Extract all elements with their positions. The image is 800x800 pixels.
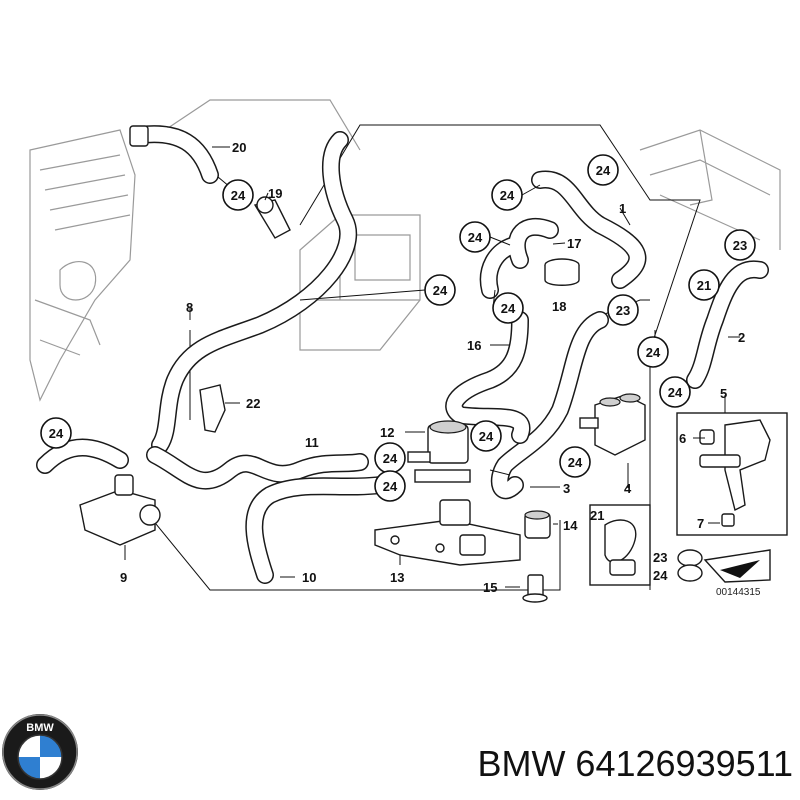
label-3: 3	[563, 481, 570, 496]
label-24-detail: 24	[653, 568, 668, 583]
label-11: 11	[305, 435, 319, 450]
callout-circle-24-b: 24	[491, 179, 523, 211]
label-17: 17	[567, 236, 581, 251]
label-9: 9	[120, 570, 127, 585]
svg-text:24: 24	[596, 163, 611, 178]
label-23-detail: 23	[653, 550, 667, 565]
svg-text:24: 24	[479, 429, 494, 444]
label-12: 12	[380, 425, 394, 440]
hose-3	[490, 311, 609, 499]
label-6: 6	[679, 431, 686, 446]
svg-text:24: 24	[668, 385, 683, 400]
label-1: 1	[619, 201, 626, 216]
label-19: 19	[268, 186, 282, 201]
callout-circle-24-c: 24	[587, 154, 619, 186]
label-8: 8	[186, 300, 193, 315]
callout-circle-21-a: 21	[688, 269, 720, 301]
svg-text:24: 24	[383, 479, 398, 494]
callout-circle-24-m: 24	[559, 446, 591, 478]
part-number-title: BMW 64126939511	[477, 743, 793, 784]
label-2: 2	[738, 330, 745, 345]
callout-circle-24-h: 24	[659, 376, 691, 408]
engine-block-outline	[29, 99, 361, 402]
firewall-outline	[639, 129, 781, 250]
hose-10	[245, 476, 389, 584]
label-21-detail: 21	[590, 508, 604, 523]
svg-text:21: 21	[697, 278, 711, 293]
label-4: 4	[624, 481, 632, 496]
svg-text:24: 24	[49, 426, 64, 441]
svg-text:24: 24	[468, 230, 483, 245]
callout-circle-24-f: 24	[492, 292, 524, 324]
label-13: 13	[390, 570, 404, 585]
hose-20	[129, 125, 219, 184]
hose-17	[479, 217, 559, 299]
callout-circle-24-a: 24	[222, 179, 254, 211]
callout-circle-24-d: 24	[459, 221, 491, 253]
callout-circle-24-k: 24	[374, 442, 406, 474]
svg-text:24: 24	[231, 188, 246, 203]
svg-text:24: 24	[501, 301, 516, 316]
label-14: 14	[563, 518, 578, 533]
part-12-valve	[407, 420, 471, 483]
hose-2	[686, 260, 769, 389]
part-13-bracket	[374, 499, 521, 566]
svg-text:24: 24	[500, 188, 515, 203]
hose-8	[151, 131, 358, 454]
part-14-damper	[524, 510, 551, 539]
hose-1	[531, 170, 647, 289]
label-10: 10	[302, 570, 316, 585]
diagram-code: 00144315	[716, 587, 761, 598]
svg-text:24: 24	[568, 455, 583, 470]
detail-box-clips	[589, 504, 703, 586]
label-18: 18	[552, 299, 566, 314]
direction-arrow	[703, 549, 771, 583]
callout-circle-24-l: 24	[374, 470, 406, 502]
callout-circle-24-j: 24	[470, 420, 502, 452]
callout-circle-23-b: 23	[607, 294, 639, 326]
part-19-valve	[253, 196, 291, 239]
part-4-valve-block	[579, 393, 646, 456]
svg-text:23: 23	[616, 303, 630, 318]
hose-9	[36, 438, 129, 474]
part-9-housing	[79, 474, 161, 546]
label-22: 22	[246, 396, 260, 411]
callout-circle-23-a: 23	[724, 229, 756, 261]
callout-circle-24-g: 24	[637, 336, 669, 368]
callout-circle-24-e: 24	[424, 274, 456, 306]
part-22-bracket	[199, 384, 226, 433]
label-15: 15	[483, 580, 497, 595]
detail-box-5	[676, 412, 788, 536]
bmw-logo: BMW	[2, 714, 78, 790]
callout-circle-24-i: 24	[40, 417, 72, 449]
svg-text:23: 23	[733, 238, 747, 253]
svg-text:24: 24	[646, 345, 661, 360]
hose-11	[146, 446, 369, 490]
part-18-grommet	[544, 258, 580, 286]
svg-text:24: 24	[383, 451, 398, 466]
label-5: 5	[720, 386, 727, 401]
leader-lines	[124, 146, 740, 588]
label-16: 16	[467, 338, 481, 353]
svg-text:24: 24	[433, 283, 448, 298]
label-7: 7	[697, 516, 704, 531]
svg-text:BMW: BMW	[26, 722, 54, 734]
part-15-sleeve	[522, 574, 548, 603]
hose-16	[445, 311, 531, 444]
label-20: 20	[232, 140, 246, 155]
